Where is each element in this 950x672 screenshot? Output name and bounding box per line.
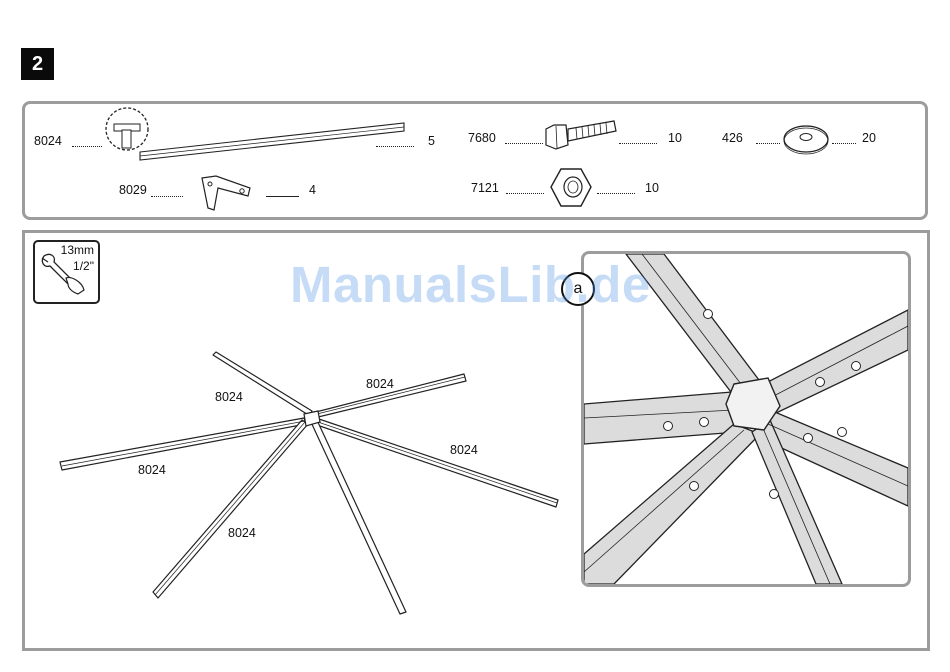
detail-bar-lower-left [584, 424, 760, 584]
roof-bar-upper-left [213, 352, 312, 416]
bar-label: 8024 [450, 443, 478, 457]
bar-label: 8024 [228, 526, 256, 540]
bar-label: 8024 [138, 463, 166, 477]
detail-bar-left [584, 392, 738, 444]
bar-label: 8024 [366, 377, 394, 391]
detail-bar-upper-right [760, 310, 908, 414]
bar-label: 8024 [215, 390, 243, 404]
watermark: ManualsLib.de [290, 255, 651, 314]
